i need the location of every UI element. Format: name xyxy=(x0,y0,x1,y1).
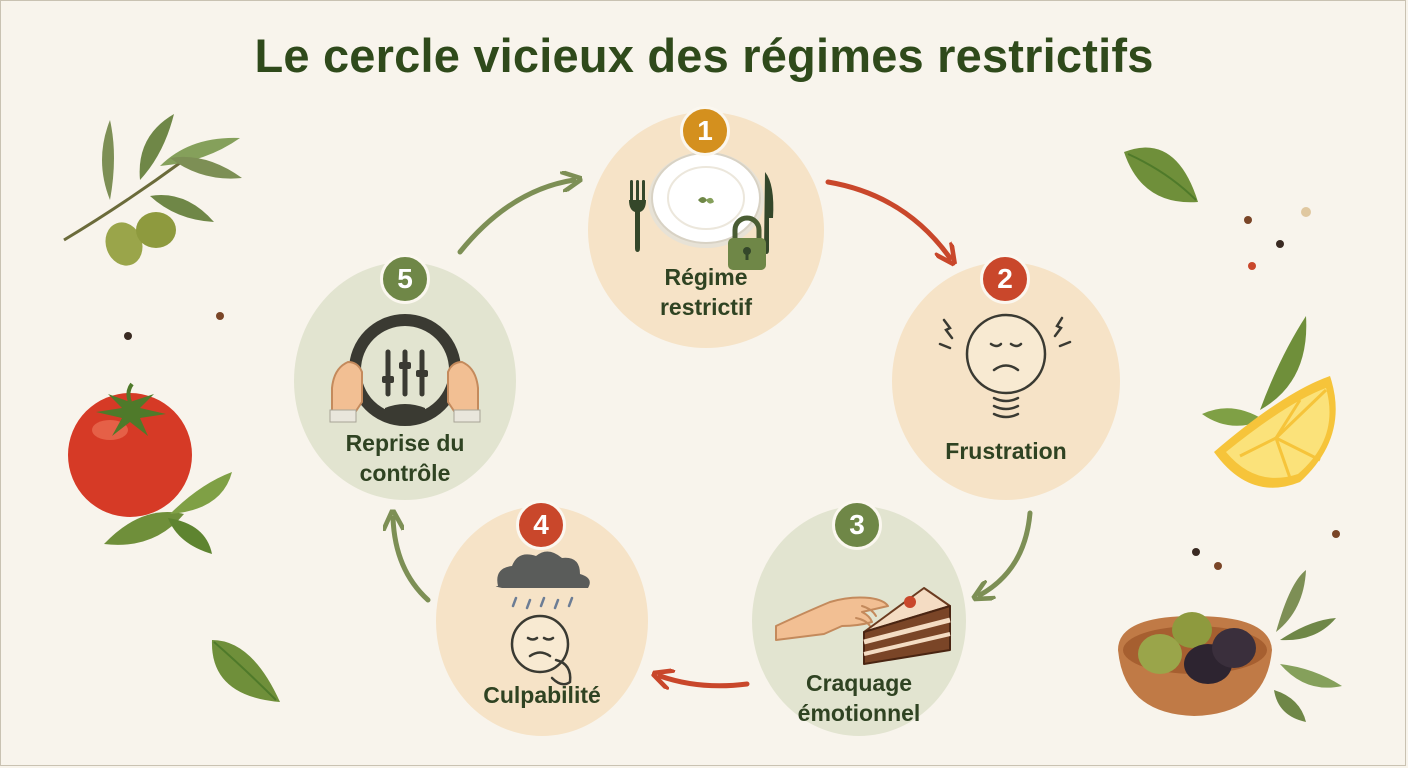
step-badge-3: 3 xyxy=(832,500,882,550)
step-label-1: Régime restrictif xyxy=(659,264,753,320)
arrow-5-to-1 xyxy=(457,180,574,255)
arrow-1-to-2 xyxy=(825,179,950,258)
step-badge-4: 4 xyxy=(516,500,566,550)
step-label-5: Reprise du contrôle xyxy=(345,430,465,486)
arrow-3-to-4 xyxy=(660,676,750,686)
frustrated-face-icon xyxy=(938,313,1072,419)
step-badge-5: 5 xyxy=(380,254,430,304)
step-badge-2: 2 xyxy=(980,254,1030,304)
hand-cake-icon xyxy=(775,587,951,665)
locked-plate-icon xyxy=(629,152,774,270)
step-label-3: Craquage émotionnel xyxy=(797,670,921,726)
arrow-2-to-3 xyxy=(980,510,1033,595)
arrow-4-to-5 xyxy=(393,518,431,603)
step-label-4: Culpabilité xyxy=(483,682,601,708)
sad-cloud-face-icon xyxy=(495,551,590,686)
page-title: Le cercle vicieux des régimes restrictif… xyxy=(254,29,1154,82)
step-label-2: Frustration xyxy=(945,438,1067,464)
step-node-1: Régime restrictif xyxy=(588,112,824,348)
step-badge-1: 1 xyxy=(680,106,730,156)
steering-wheel-icon xyxy=(329,314,481,426)
